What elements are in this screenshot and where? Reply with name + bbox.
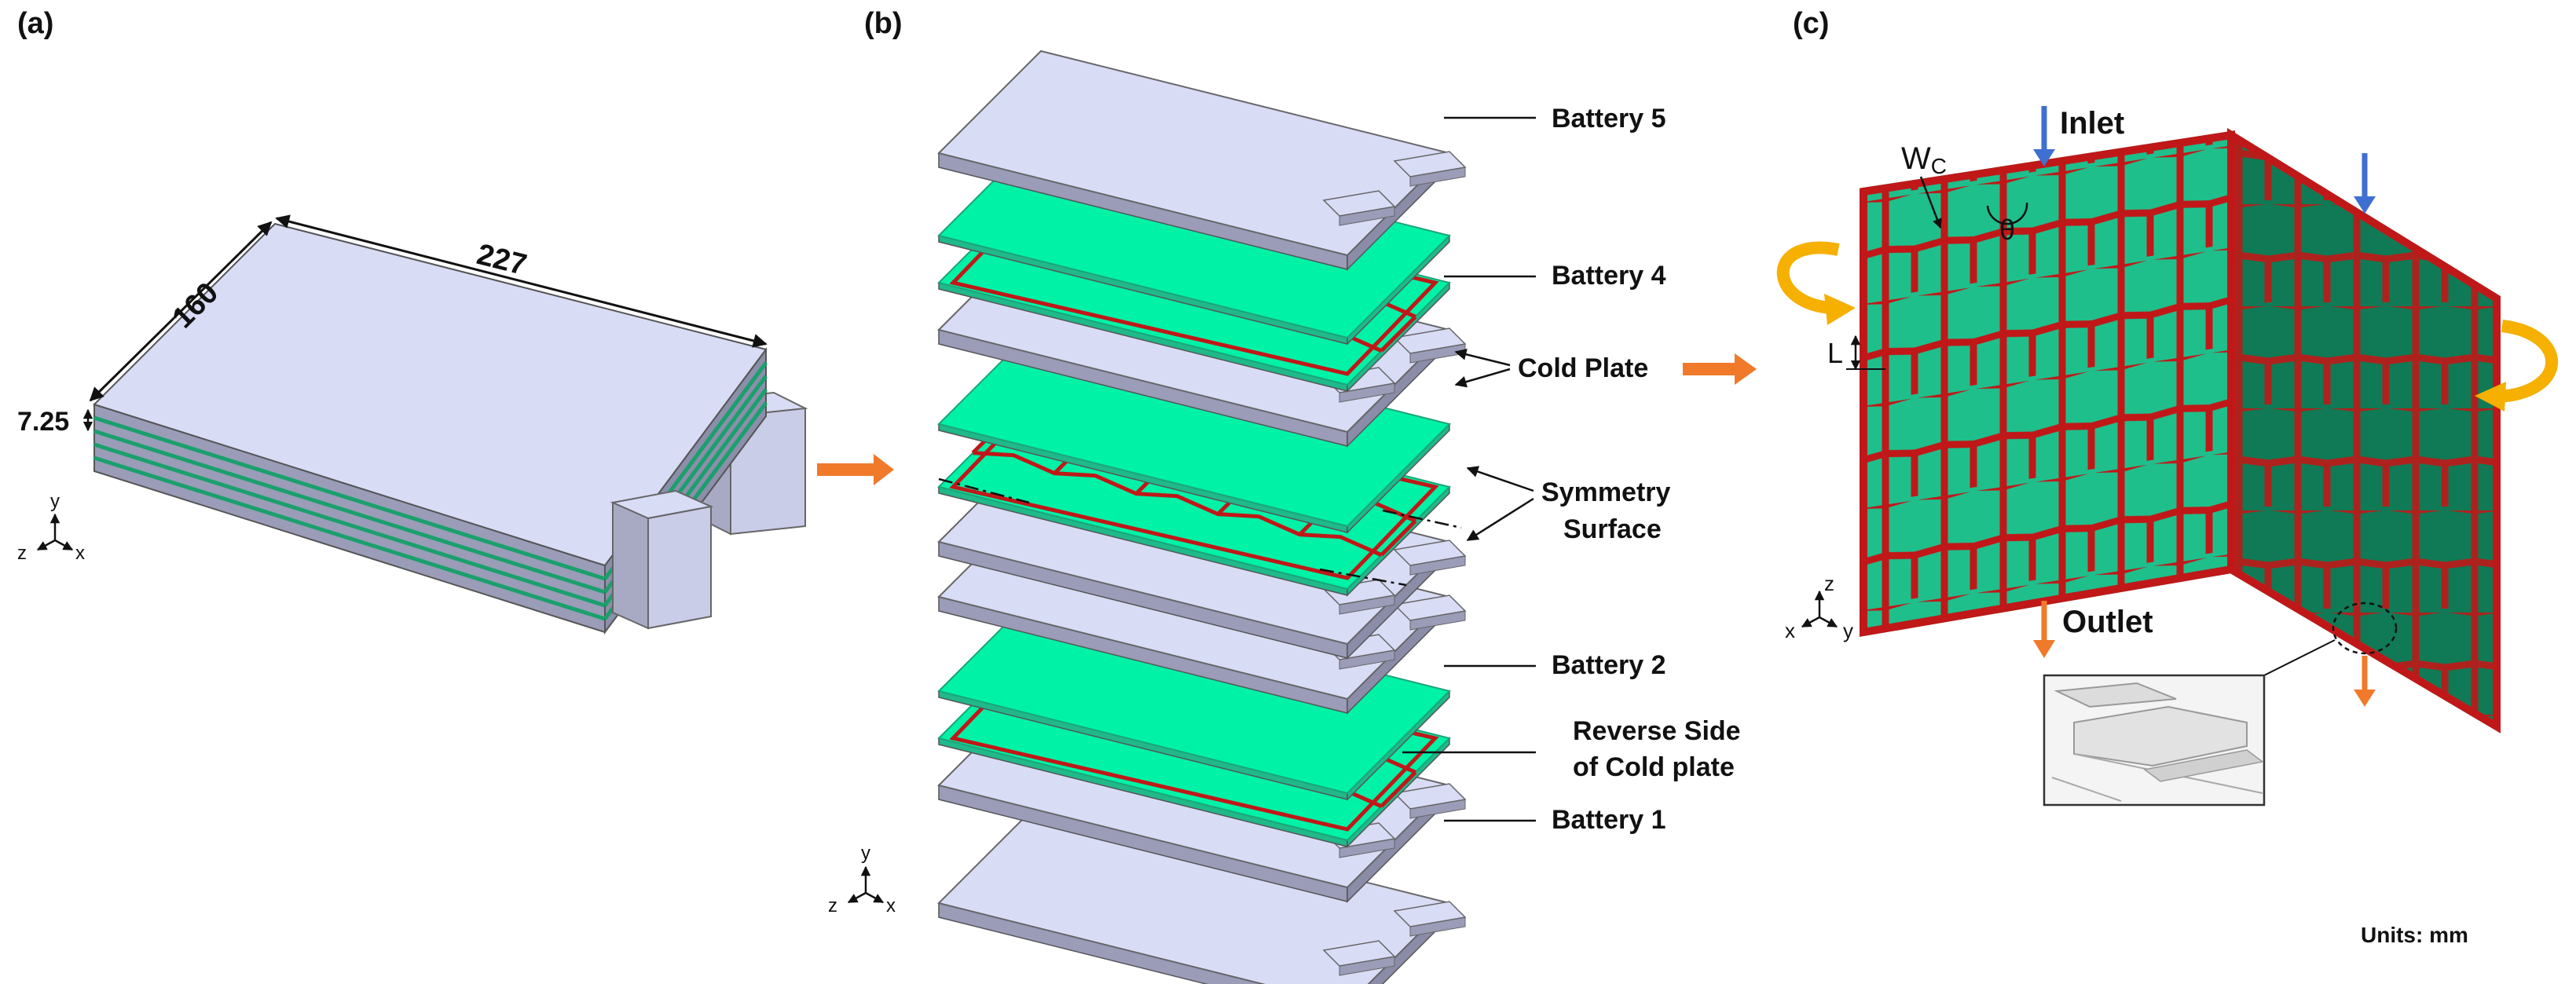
label-battery2: Battery 2 — [1552, 650, 1666, 680]
label-L: L — [1827, 337, 1843, 369]
panel-a-tag: (a) — [17, 7, 53, 40]
dim-thickness-label: 7.25 — [17, 407, 69, 437]
panel-a: (a) — [17, 7, 808, 635]
label-battery1: Battery 1 — [1552, 805, 1666, 835]
panel-c-tag: (c) — [1793, 7, 1829, 40]
battery-tab — [1393, 327, 1467, 354]
axis-a-z: z — [17, 543, 27, 564]
label-battery4: Battery 4 — [1552, 261, 1666, 291]
battery-tab — [1393, 901, 1467, 927]
detail-leader — [2263, 639, 2336, 676]
dim-length-label: 227 — [474, 238, 530, 282]
detail-circle — [2332, 602, 2398, 655]
label-battery5: Battery 5 — [1552, 104, 1666, 134]
detail-inset — [2043, 674, 2266, 807]
symmetry-lines — [938, 477, 1462, 587]
axis-b-z: z — [828, 895, 837, 916]
panel-b-tag: (b) — [864, 7, 903, 40]
module-tabs-front — [610, 489, 714, 630]
hex-channels-left — [1863, 135, 2231, 632]
label-outlet: Outlet — [2062, 605, 2153, 639]
battery-tab — [1393, 151, 1467, 177]
arrow-a-to-b — [817, 454, 894, 485]
axis-b-y: y — [861, 843, 870, 864]
battery-tab — [1322, 940, 1396, 967]
label-symmetry-2: Surface — [1563, 514, 1662, 544]
channel-link — [1380, 315, 1417, 353]
battery-tab — [1322, 190, 1396, 217]
axis-c-y: y — [1843, 619, 1853, 642]
axis-b-x: x — [886, 895, 896, 916]
axis-a-y: y — [50, 491, 60, 512]
label-reverse-1: Reverse Side — [1573, 716, 1741, 746]
inlet-arrows — [2033, 106, 2376, 214]
rotation-arrow-left — [1776, 241, 1856, 325]
label-theta: θ — [1999, 214, 2015, 246]
outlet-arrows — [2033, 601, 2376, 707]
label-symmetry-1: Symmetry — [1541, 477, 1671, 507]
wc-pointer — [1919, 176, 1942, 229]
dim-length-line — [275, 214, 768, 348]
battery-slab — [937, 49, 1467, 271]
channel-link — [1380, 770, 1417, 808]
battery-tab — [1393, 594, 1467, 621]
label-inlet: Inlet — [2060, 106, 2124, 141]
label-reverse-2: of Cold plate — [1573, 752, 1735, 782]
b-arrows — [1454, 348, 1534, 542]
units-label: Units: mm — [2361, 923, 2468, 947]
axis-a-x: x — [75, 543, 85, 564]
exploded-stack — [937, 49, 1467, 984]
axis-c-z: z — [1824, 572, 1834, 595]
channel-link — [1380, 519, 1417, 557]
label-cold-plate: Cold Plate — [1518, 353, 1648, 383]
theta-arc — [1986, 202, 2028, 225]
axis-triad-c — [1801, 590, 1838, 628]
panel-c: (c) Inlet Outlet — [1776, 7, 2559, 947]
panel-b: (b) Battery 5 Battery 4 Cold Plate Symme… — [828, 7, 1741, 984]
channel-row — [973, 451, 1383, 557]
arrow-b-to-c — [1683, 353, 1757, 385]
axis-c-x: x — [1785, 619, 1795, 642]
battery-tab — [1393, 540, 1467, 566]
label-wc: WC — [1901, 141, 1947, 178]
axis-triad-a — [36, 513, 74, 551]
axis-triad-b — [847, 865, 885, 904]
battery-slab — [937, 799, 1467, 984]
dim-width-line — [89, 221, 273, 402]
b-leaders — [1402, 116, 1536, 822]
battery-tab — [1393, 783, 1467, 810]
rotation-arrow-right — [2475, 320, 2559, 412]
